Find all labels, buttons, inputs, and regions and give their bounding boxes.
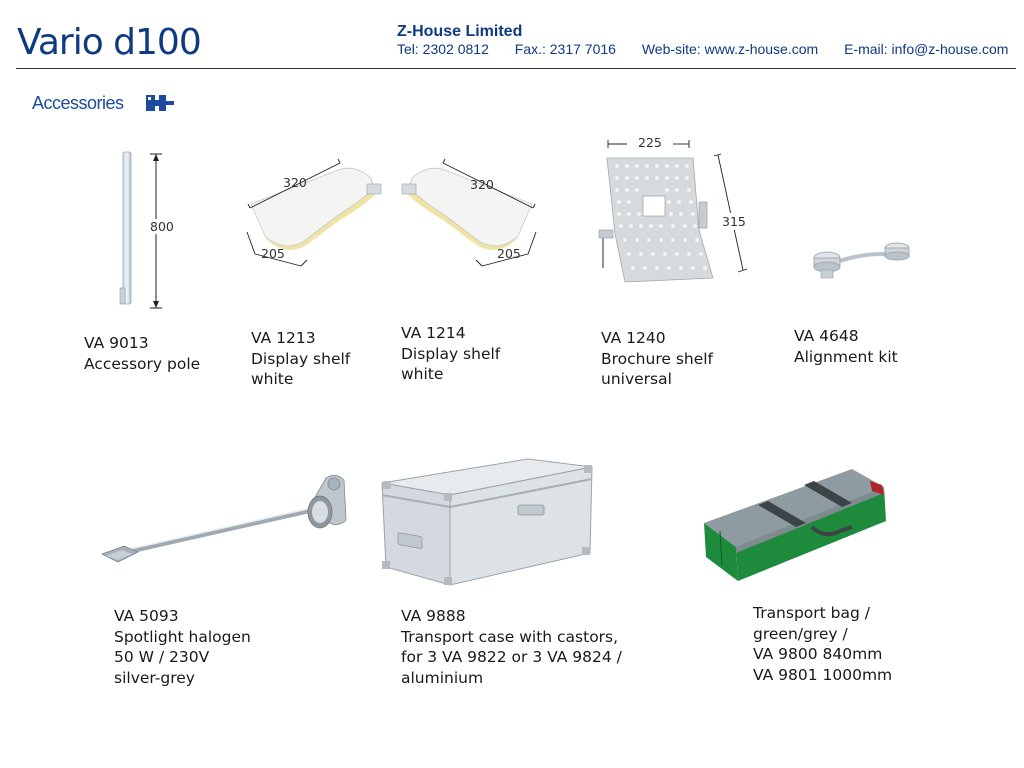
product-description: Transport case with castors,	[401, 627, 619, 646]
fax-number: Fax.: 2317 7016	[514, 41, 616, 57]
product-description: white	[251, 370, 294, 388]
product-caption-va1214: VA 1214 Display shelf white	[401, 323, 500, 385]
product-caption-va1240: VA 1240 Brochure shelf universal	[601, 328, 713, 390]
dimension-label: 320	[283, 175, 307, 190]
dimension-label: 205	[261, 246, 285, 261]
product-description: 50 W / 230V	[114, 648, 210, 666]
transport-bag-image	[704, 469, 886, 581]
display-shelf-right-image	[401, 158, 537, 267]
product-description: Display shelf	[251, 349, 351, 368]
product-code: VA 9013	[84, 334, 149, 352]
product-description: universal	[601, 370, 672, 388]
spotlight-image	[100, 475, 347, 563]
product-code: VA 1214	[401, 324, 466, 342]
website-link[interactable]: Web-site: www.z-house.com	[641, 41, 819, 57]
company-name: Z-House Limited	[397, 23, 523, 40]
product-caption-va4648: VA 4648 Alignment kit	[794, 326, 898, 367]
alignment-kit-image	[813, 242, 910, 279]
dimension-label: 225	[636, 135, 664, 150]
phone-number: Tel: 2302 0812	[397, 41, 489, 57]
brand-title: Vario d100	[17, 22, 202, 63]
email-link[interactable]: E-mail: info@z-house.com	[844, 41, 1009, 57]
product-caption-transport-bag: Transport bag / green/grey / VA 9800 840…	[753, 603, 892, 685]
dimension-label: 205	[497, 246, 521, 261]
product-caption-va9013: VA 9013 Accessory pole	[84, 333, 200, 374]
dimension-label: 800	[149, 219, 175, 234]
product-description: Display shelf	[401, 344, 501, 363]
product-code: VA 1213	[251, 329, 316, 347]
product-description: Spotlight halogen	[114, 627, 251, 646]
accessory-pole-image	[119, 151, 162, 309]
product-description: white	[401, 365, 444, 383]
product-caption-va9888: VA 9888 Transport case with castors, for…	[401, 606, 622, 688]
product-description: silver-grey	[114, 668, 195, 687]
product-description: Brochure shelf	[601, 349, 714, 368]
product-description: VA 9800 840mm	[753, 645, 883, 663]
contact-line: Tel: 2302 0812 Fax.: 2317 7016 Web-site:…	[397, 41, 1008, 57]
dimension-label: 320	[470, 177, 494, 192]
display-shelf-left-image	[246, 158, 382, 267]
product-description: green/grey /	[753, 624, 848, 643]
product-description: VA 9801 1000mm	[753, 665, 893, 684]
product-description: Alignment kit	[794, 347, 898, 366]
product-caption-va1213: VA 1213 Display shelf white	[251, 328, 350, 390]
product-description: aluminium	[401, 668, 484, 687]
brochure-shelf-image	[598, 140, 748, 283]
section-title: Accessories	[32, 93, 124, 113]
header-divider	[16, 68, 1016, 69]
product-code: VA 5093	[114, 607, 179, 625]
product-description: Transport bag /	[753, 604, 870, 622]
product-code: VA 4648	[794, 327, 859, 345]
dimension-label: 315	[721, 213, 747, 230]
product-description: Accessory pole	[84, 354, 201, 373]
transport-case-image	[381, 458, 593, 586]
product-caption-va5093: VA 5093 Spotlight halogen 50 W / 230V si…	[114, 606, 251, 688]
product-code: VA 9888	[401, 607, 466, 625]
product-code: VA 1240	[601, 329, 666, 347]
brand-logo-icon	[146, 95, 174, 111]
product-description: for 3 VA 9822 or 3 VA 9824 /	[401, 648, 622, 666]
